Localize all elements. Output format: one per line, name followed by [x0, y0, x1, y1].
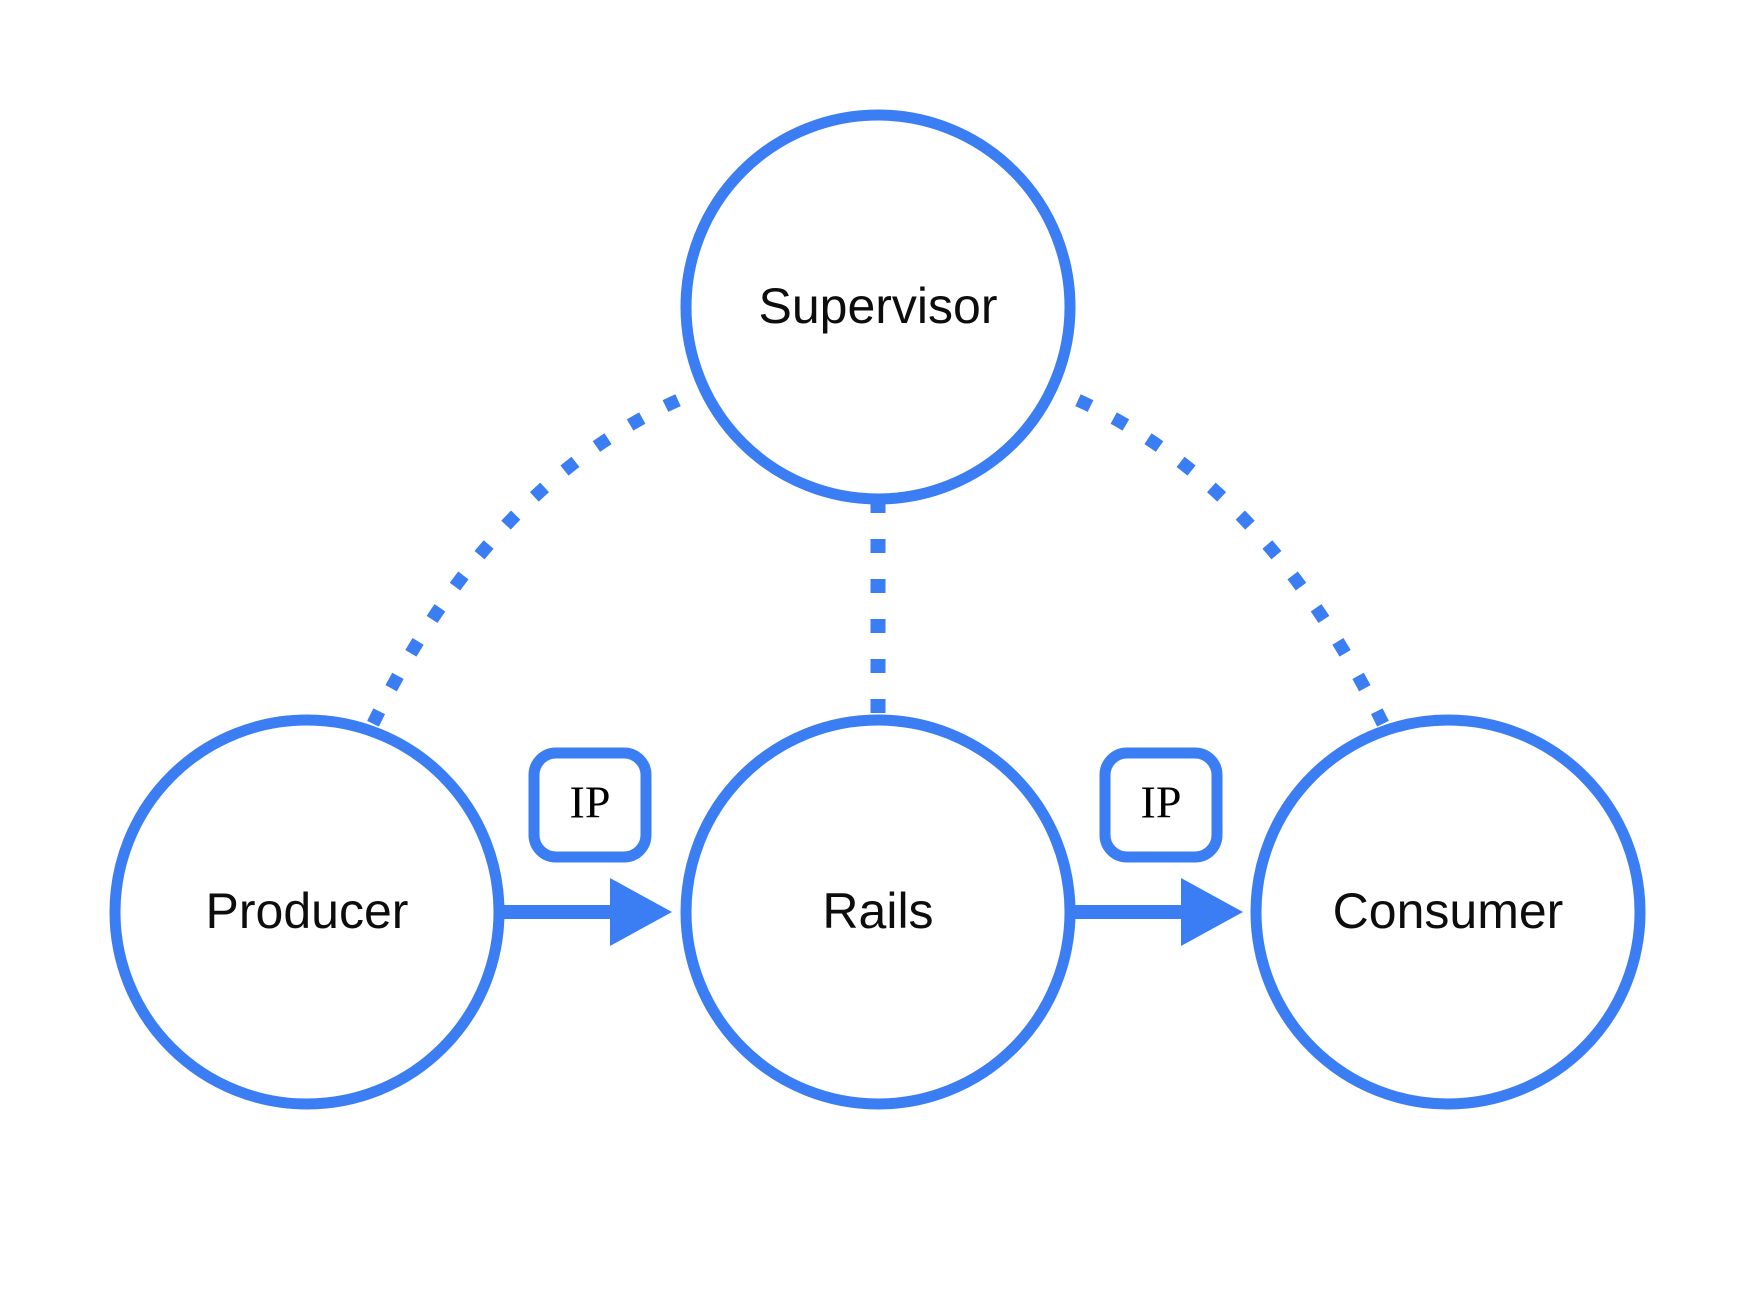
- ip-badge-left[interactable]: IP: [528, 747, 652, 863]
- ip-badge-left-box: [528, 747, 652, 863]
- edge-supervisor-to-consumer[interactable]: [1038, 378, 1392, 733]
- node-consumer[interactable]: Consumer: [1250, 714, 1646, 1110]
- solid-edges-group: [500, 878, 1243, 946]
- node-rails[interactable]: Rails: [680, 714, 1076, 1110]
- dotted-edges-group: [364, 378, 1392, 733]
- node-rails-label: Rails: [822, 883, 933, 939]
- ip-badge-right-box: [1099, 747, 1223, 863]
- ip-badge-right-label: IP: [1141, 777, 1182, 828]
- node-producer-circle: [109, 714, 505, 1110]
- edge-producer-to-rails[interactable]: [500, 878, 672, 946]
- node-supervisor-label: Supervisor: [759, 278, 998, 334]
- edge-supervisor-to-producer[interactable]: [364, 378, 718, 733]
- node-supervisor[interactable]: Supervisor: [680, 109, 1076, 505]
- node-consumer-label: Consumer: [1333, 883, 1564, 939]
- nodes-group: Supervisor Producer Rails Consumer: [109, 109, 1646, 1110]
- edge-rails-to-consumer-arrowhead: [1181, 878, 1243, 946]
- edge-producer-to-rails-arrowhead: [610, 878, 672, 946]
- node-consumer-circle: [1250, 714, 1646, 1110]
- ip-badge-left-label: IP: [570, 777, 611, 828]
- node-producer-label: Producer: [206, 883, 409, 939]
- node-rails-circle: [680, 714, 1076, 1110]
- node-supervisor-circle: [680, 109, 1076, 505]
- edge-rails-to-consumer[interactable]: [1071, 878, 1243, 946]
- node-producer[interactable]: Producer: [109, 714, 505, 1110]
- ip-badge-right[interactable]: IP: [1099, 747, 1223, 863]
- badges-group: IP IP: [528, 747, 1223, 863]
